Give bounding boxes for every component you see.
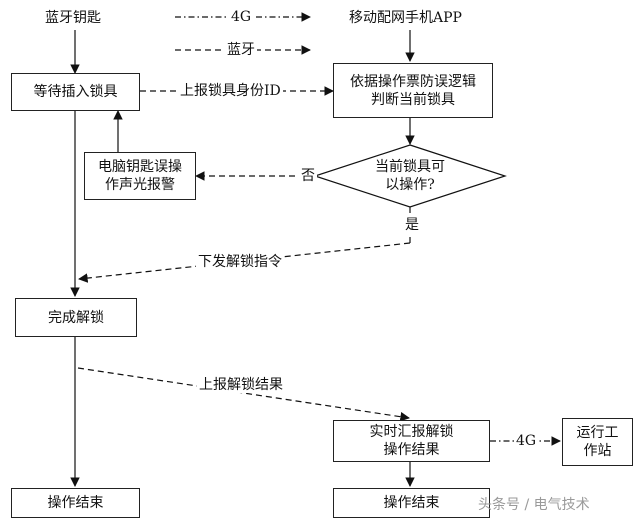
alarm-line-2: 作声光报警 (105, 177, 175, 193)
link-4g-label: 4G (514, 433, 539, 449)
legend-bluetooth-label: 蓝牙 (225, 42, 257, 58)
no-label: 否 (299, 168, 317, 184)
arrow-issue-unlock (78, 242, 411, 283)
bluetooth-key-label: 蓝牙钥匙 (45, 10, 101, 26)
arrow-report-result (77, 367, 410, 422)
report-id-label: 上报锁具身份ID (178, 83, 283, 99)
decision-text: 当前锁具可 以操作? (340, 158, 480, 194)
alarm-line-1: 电脑钥匙误操 (98, 159, 182, 175)
end-left-text: 操作结束 (47, 495, 104, 511)
end-right-box: 操作结束 (333, 488, 490, 518)
issue-unlock-label: 下发解锁指令 (196, 254, 284, 270)
end-left-box: 操作结束 (11, 488, 140, 518)
wait-insert-text: 等待插入锁具 (33, 84, 118, 100)
unlock-done-box: 完成解锁 (15, 298, 137, 337)
wait-insert-box: 等待插入锁具 (11, 73, 140, 111)
judge-lock-line-2: 判断当前锁具 (371, 91, 455, 108)
end-right-text: 操作结束 (383, 495, 440, 511)
realtime-report-box: 实时汇报解锁 操作结果 (333, 420, 490, 462)
realtime-report-line-1: 实时汇报解锁 (369, 424, 454, 440)
station-line-1: 运行工 (576, 425, 619, 441)
yes-label: 是 (403, 217, 421, 233)
decision-line-1: 当前锁具可 (375, 159, 445, 175)
mobile-app-label: 移动配网手机APP (349, 10, 462, 26)
alarm-box: 电脑钥匙误操 作声光报警 (84, 152, 196, 200)
report-result-label: 上报解锁结果 (197, 377, 285, 393)
realtime-report-line-2: 操作结果 (383, 442, 440, 458)
judge-lock-line-1: 依据操作票防误逻辑 (350, 73, 476, 90)
watermark: 头条号 / 电气技术 (478, 497, 590, 513)
unlock-done-text: 完成解锁 (48, 309, 104, 326)
legend-4g-label: 4G (229, 9, 254, 25)
decision-line-2: 以操作? (385, 177, 435, 193)
judge-lock-box: 依据操作票防误逻辑 判断当前锁具 (333, 63, 493, 118)
station-box: 运行工 作站 (562, 418, 633, 466)
station-line-2: 作站 (583, 443, 612, 459)
